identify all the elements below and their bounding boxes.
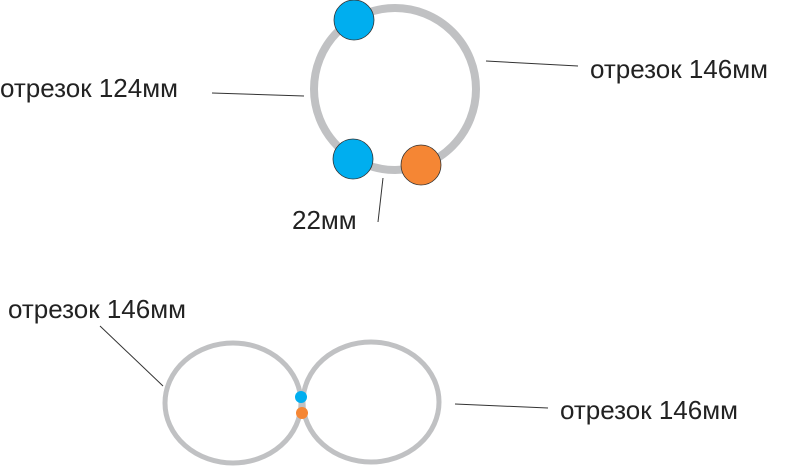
label-gap-22: 22мм [292, 205, 357, 235]
top-ring [310, 4, 480, 174]
blue-bead-bottom [332, 138, 374, 180]
left-loop [162, 340, 304, 466]
right-loop [300, 339, 442, 465]
blue-bead-top [333, 0, 375, 41]
label-segment-146-top: отрезок 146мм [590, 54, 768, 84]
label-segment-146-bottom-left: отрезок 146мм [8, 294, 186, 324]
leader-line-top-right [485, 60, 579, 67]
label-segment-146-bottom-right: отрезок 146мм [560, 395, 738, 425]
leader-line-gap [377, 177, 384, 223]
leader-line-top-left [211, 92, 305, 97]
small-blue-bead [295, 391, 307, 403]
leader-line-bottom-left [99, 325, 164, 387]
leader-line-bottom-right [454, 403, 549, 409]
label-segment-124: отрезок 124мм [0, 73, 178, 103]
small-orange-bead [296, 407, 308, 419]
orange-bead [400, 144, 442, 186]
